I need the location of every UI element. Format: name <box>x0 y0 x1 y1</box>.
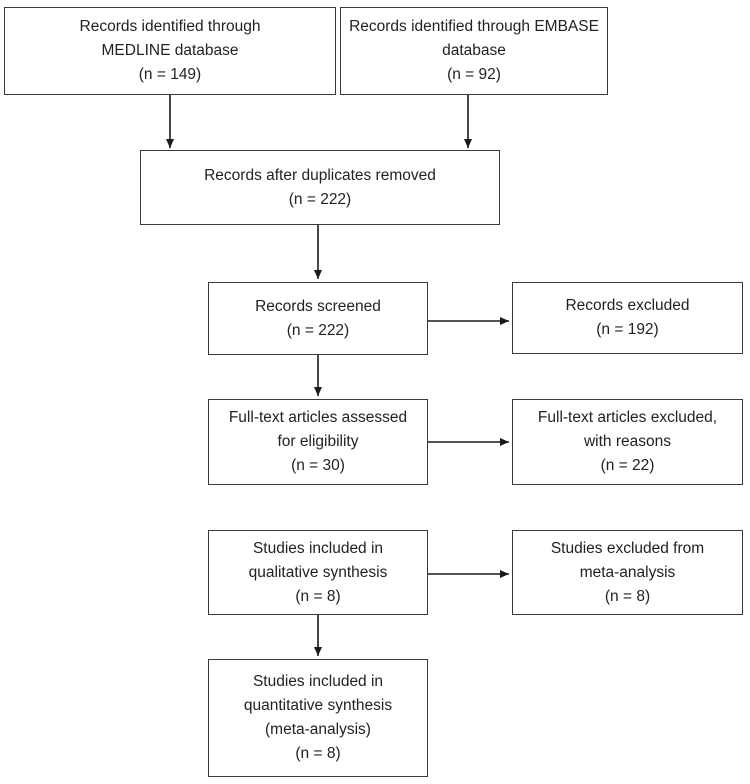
box-text-line: Studies excluded from <box>550 539 705 557</box>
box-text-line: Studies included in <box>252 673 384 690</box>
box-text-line: database <box>442 42 506 59</box>
box-count: (n = 8) <box>295 587 341 605</box>
quantitative-synthesis-box: Studies included in quantitative synthes… <box>208 659 428 777</box>
box-count: (n = 30) <box>291 457 345 474</box>
box-count: (n = 222) <box>288 190 352 208</box>
box-text-line: with reasons <box>583 433 671 450</box>
embase-records-box: Records identified through EMBASE databa… <box>340 7 608 95</box>
box-count: (n = 149) <box>138 66 202 83</box>
excluded-meta-analysis-box: Studies excluded from meta-analysis (n =… <box>512 530 743 615</box>
box-text-line: MEDLINE database <box>101 42 239 59</box>
box-text-line: Full-text articles excluded, <box>537 409 718 426</box>
fulltext-excluded-box: Full-text articles excluded, with reason… <box>512 399 743 485</box>
records-excluded-box: Records excluded (n = 192) <box>512 282 743 354</box>
box-text-line: Records identified through EMBASE <box>349 18 599 35</box>
box-text-line: qualitative synthesis <box>248 563 388 581</box>
box-text-line: meta-analysis <box>579 563 676 581</box>
box-count: (n = 8) <box>604 587 651 605</box>
box-text-line: Studies included in <box>252 539 384 557</box>
box-count: (n = 92) <box>447 66 501 83</box>
box-text-line: Records identified through <box>79 18 261 35</box>
box-text-line: Records excluded <box>565 297 690 314</box>
fulltext-assessed-box: Full-text articles assessed for eligibil… <box>208 399 428 485</box>
box-text-line: Records after duplicates removed <box>204 166 436 184</box>
box-count: (n = 8) <box>295 745 341 762</box>
duplicates-removed-box: Records after duplicates removed (n = 22… <box>140 150 500 225</box>
box-text-line: Full-text articles assessed <box>228 409 408 426</box>
box-text-line: Records screened <box>255 297 381 315</box>
medline-records-box: Records identified through MEDLINE datab… <box>4 7 336 95</box>
box-count: (n = 192) <box>596 321 659 338</box>
box-count: (n = 222) <box>286 321 350 339</box>
box-text-line: (meta-analysis) <box>265 721 371 738</box>
box-text-line: for eligibility <box>277 433 359 450</box>
box-text-line: quantitative synthesis <box>243 697 393 714</box>
box-count: (n = 22) <box>600 457 655 474</box>
qualitative-synthesis-box: Studies included in qualitative synthesi… <box>208 530 428 615</box>
records-screened-box: Records screened (n = 222) <box>208 282 428 355</box>
